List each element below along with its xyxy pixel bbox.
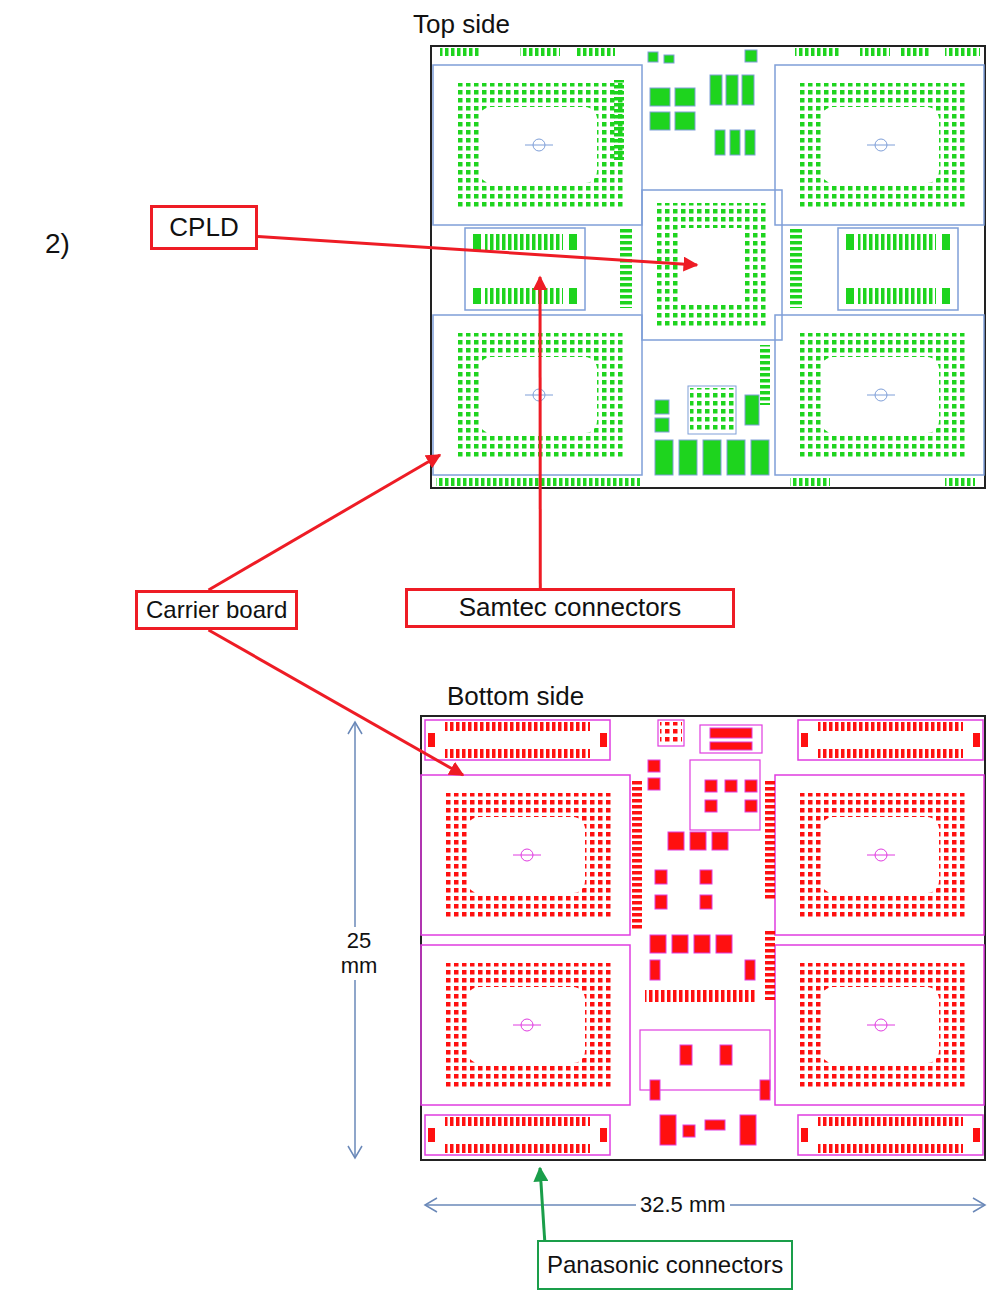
dimension-label: 25 mm (333, 927, 385, 980)
leader-arrow (209, 455, 440, 590)
top-board (431, 46, 985, 488)
callout-text: Panasonic connectors (547, 1251, 783, 1279)
callout-text: Samtec connectors (459, 593, 682, 623)
callout-text: CPLD (169, 213, 238, 243)
dimension-arrows (348, 722, 985, 1212)
callout-box: Carrier board (135, 590, 298, 630)
callout-box: Samtec connectors (405, 588, 735, 628)
leader-arrow (540, 1168, 545, 1240)
leader-arrow (258, 237, 697, 266)
callout-box: Panasonic connectors (537, 1240, 793, 1290)
dimension-label: 32.5 mm (636, 1191, 730, 1218)
side-heading: Top side (413, 10, 510, 40)
leader-arrow (209, 630, 463, 775)
partial-text: 2) (45, 228, 70, 260)
side-heading: Bottom side (447, 682, 584, 712)
callout-text: Carrier board (146, 596, 287, 624)
bottom-board (421, 716, 985, 1160)
callout-box: CPLD (150, 205, 258, 250)
leader-arrow (539, 277, 542, 588)
